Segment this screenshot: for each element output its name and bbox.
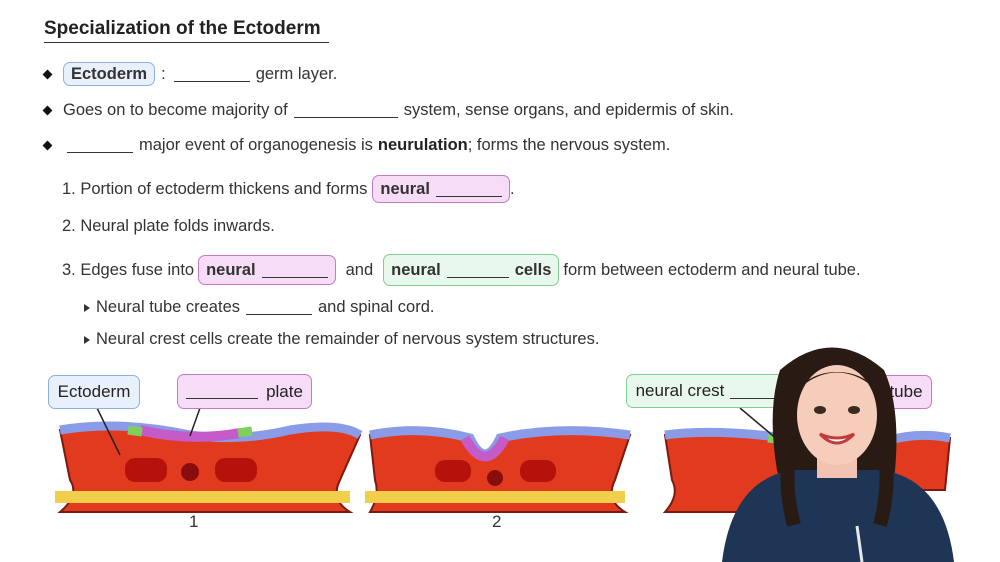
subbullet-neural-crest: Neural crest cells create the remainder … [84, 330, 599, 349]
arrow-bullet-icon [84, 335, 90, 344]
label-text: neural crest [635, 381, 725, 400]
ectoderm-term: Ectoderm [63, 62, 156, 86]
fill-in-blank[interactable] [67, 138, 133, 153]
pill-word: neural [206, 260, 256, 279]
bullet-text: Goes on to become majority of [63, 101, 288, 119]
fill-in-blank[interactable] [261, 263, 328, 278]
step-text: and [345, 260, 374, 279]
step-text: 3. Edges fuse into [62, 260, 195, 279]
fill-in-blank[interactable] [246, 300, 312, 315]
pill-word: neural [391, 260, 441, 279]
figure-1-drawing [55, 421, 363, 513]
neural-tube-term: neural [198, 255, 336, 285]
step-text: 1. Portion of ectoderm thickens and form… [62, 179, 368, 198]
label-ectoderm: Ectoderm [48, 375, 140, 409]
subbullet-text: and spinal cord. [318, 298, 435, 316]
bullet-text: system, sense organs, and epidermis of s… [403, 101, 734, 119]
subbullet-text: Neural tube creates [96, 298, 240, 316]
fill-in-blank[interactable] [186, 384, 259, 399]
bullet-text: major event of organogenesis is [139, 136, 373, 154]
label-neural-crest: neural crest [626, 374, 784, 408]
label-neural-plate: plate [177, 374, 312, 409]
bullet-neurulation: major event of organogenesis is neurulat… [42, 136, 671, 155]
bullet-majority: Goes on to become majority of system, se… [42, 101, 734, 120]
step-3: 3. Edges fuse into neural and neural cel… [62, 254, 861, 286]
fill-in-blank[interactable] [173, 67, 250, 82]
bullet-ectoderm: Ectoderm : germ layer. [42, 62, 338, 86]
subbullet-neural-tube: Neural tube creates and spinal cord. [84, 298, 435, 317]
diamond-bullet-icon [42, 140, 53, 151]
presenter-video [722, 347, 954, 562]
fill-in-blank[interactable] [435, 182, 502, 197]
crest-pointer [739, 407, 779, 441]
neural-crest-term: neural cells [383, 254, 560, 286]
fill-in-blank[interactable] [293, 103, 398, 118]
diamond-bullet-icon [42, 69, 53, 79]
step-2: 2. Neural plate folds inwards. [62, 217, 275, 235]
fill-in-blank[interactable] [730, 384, 775, 399]
pill-word: cells [514, 260, 552, 279]
colon: : [161, 64, 166, 83]
pill-word: neural [380, 179, 430, 198]
page-title: Specialization of the Ectoderm [44, 18, 329, 43]
figure-number-1: 1 [189, 512, 199, 531]
neurulation-term: neurulation [377, 136, 468, 154]
period: . [509, 179, 515, 198]
ectoderm-pointer [96, 407, 121, 456]
neurulation-diagram [55, 407, 952, 513]
bullet-text: germ layer. [255, 64, 338, 83]
bullet-text: ; forms the nervous system. [467, 136, 671, 154]
label-neural-tube: tube [880, 375, 932, 409]
diamond-bullet-icon [42, 105, 53, 116]
step-text: form between ectoderm and neural tube. [563, 260, 861, 279]
subbullet-text: Neural crest cells create the remainder … [96, 330, 600, 348]
label-text: plate [266, 381, 303, 401]
neural-plate-term: neural [372, 175, 510, 203]
arrow-bullet-icon [84, 303, 90, 312]
fill-in-blank[interactable] [446, 263, 509, 278]
plate-pointer [189, 407, 201, 437]
figure-number-2: 2 [492, 512, 502, 531]
figure-2-drawing [365, 426, 632, 513]
step-1: 1. Portion of ectoderm thickens and form… [62, 175, 515, 203]
